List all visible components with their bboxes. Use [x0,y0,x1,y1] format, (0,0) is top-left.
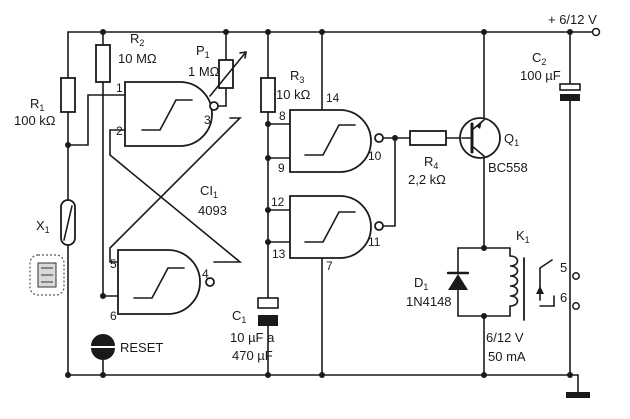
cross-wire-a [109,129,243,263]
pin-6: 6 [110,309,117,323]
d1-label: D1 [414,275,428,292]
r1-label: R1 [30,96,44,113]
q1-part: BC558 [488,160,528,175]
q1-label: Q1 [504,131,519,148]
pin-10: 10 [368,149,382,163]
cross-wire-b [109,117,242,263]
c1-value-2: 470 µF [232,348,273,363]
pin-9: 9 [278,161,285,175]
pin-3: 3 [204,113,211,127]
r1-resistor [60,77,76,113]
gate-1 [124,81,219,147]
pin-5: 5 [110,257,117,271]
p1-label: P1 [196,43,210,60]
r2-label: R2 [130,31,144,48]
contact-6-label: 6 [560,290,567,305]
x1-sensor [60,199,76,246]
r4-value: 2,2 kΩ [408,172,446,187]
pin-11: 11 [368,235,381,249]
g1-output-wire [217,87,227,107]
ground-symbol [566,392,590,398]
pin-1: 1 [116,81,123,95]
wiring [67,31,597,393]
supply-terminal [591,27,601,37]
supply-label: + 6/12 V [548,12,597,27]
q1-transistor [459,117,501,159]
contact-5-terminal [572,272,580,280]
c1-value-1: 10 µF a [230,330,275,345]
p1-value: 1 MΩ [188,64,220,79]
r4-label: R4 [424,154,438,171]
relay-voltage: 6/12 V [486,330,524,345]
k1-label: K1 [516,228,530,245]
pin-14: 14 [326,91,340,105]
gate-4 [117,249,215,315]
pin-8: 8 [279,109,286,123]
c2-value: 100 µF [520,68,561,83]
d1-part: 1N4148 [406,294,452,309]
r2-resistor [95,44,111,83]
pin-2: 2 [116,124,123,138]
ic-label: CI1 [200,183,218,200]
r3-label: R3 [290,68,304,85]
c2-label: C2 [532,50,546,67]
pin-7: 7 [326,259,333,273]
reset-label: RESET [120,340,163,355]
x1-label: X1 [36,218,50,235]
c1-label: C1 [232,308,246,325]
relay-current: 50 mA [488,349,526,364]
sensor-picture [29,254,65,296]
c1-capacitor [257,297,279,326]
g3-output-wire [382,137,396,227]
c2-capacitor [559,83,581,101]
r1-value: 100 kΩ [14,113,56,128]
pin1-wire [67,94,126,146]
ic-part: 4093 [198,203,227,218]
contact-5-label: 5 [560,260,567,275]
junctions [65,29,573,378]
r4-resistor [409,130,447,146]
r3-resistor [260,77,276,113]
k1-relay [509,247,555,321]
gate-3 [289,195,384,259]
reset-button [91,334,115,360]
gate-2 [289,109,384,173]
pin-13: 13 [272,247,286,261]
pin-4: 4 [202,267,209,281]
d1-diode [446,271,470,290]
r3-value: 10 kΩ [276,87,311,102]
pin-12: 12 [271,195,285,209]
r2-value: 10 MΩ [118,51,157,66]
contact-6-terminal [572,302,580,310]
p1-potentiometer [209,51,247,97]
